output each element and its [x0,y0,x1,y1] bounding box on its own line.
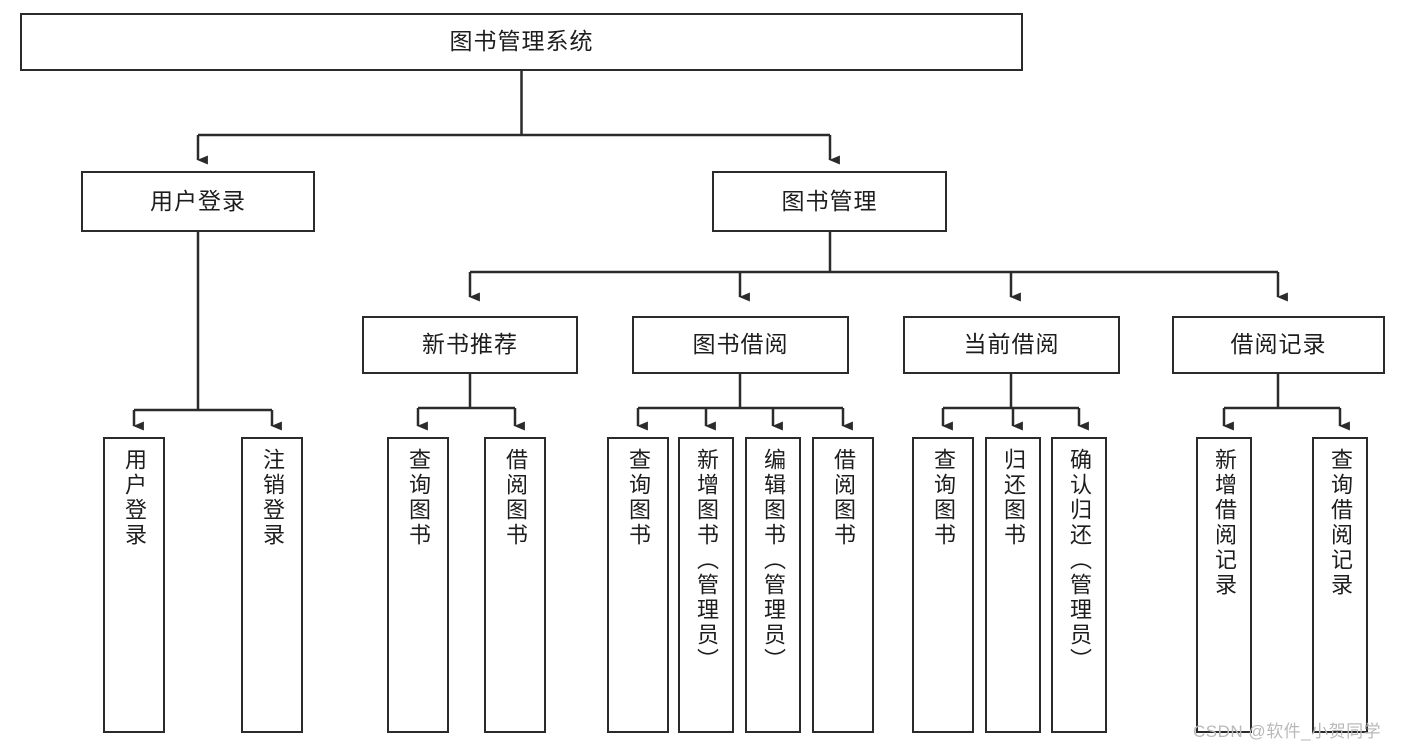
node-book-borrow-label: 图书借阅 [692,331,789,358]
node-user-login[interactable]: 用户登录 [81,171,315,232]
node-book-manage[interactable]: 图书管理 [712,171,947,232]
leaf-query-book-recommend[interactable]: 查询图书 [387,437,449,733]
leaf-confirm-return-admin[interactable]: 确认归还（管理员） [1051,437,1107,733]
leaf-query-book-current-label: 查询图书 [931,448,956,548]
leaf-query-borrow-record-label: 查询借阅记录 [1328,448,1353,598]
node-borrow-record[interactable]: 借阅记录 [1172,316,1385,374]
leaf-return-book[interactable]: 归还图书 [985,437,1041,733]
node-current-borrow-label: 当前借阅 [963,331,1060,358]
leaf-user-login-label: 用户登录 [122,448,147,548]
leaf-edit-book-admin[interactable]: 编辑图书（管理员） [745,437,801,733]
node-new-book-recommend-label: 新书推荐 [422,331,518,358]
node-current-borrow[interactable]: 当前借阅 [903,316,1120,374]
node-root[interactable]: 图书管理系统 [20,13,1023,71]
leaf-return-book-label: 归还图书 [1001,448,1026,548]
leaf-user-login[interactable]: 用户登录 [103,437,165,733]
node-borrow-record-label: 借阅记录 [1230,331,1327,358]
leaf-borrow-book-label: 借阅图书 [831,448,856,548]
leaf-borrow-book[interactable]: 借阅图书 [812,437,874,733]
leaf-query-borrow-record[interactable]: 查询借阅记录 [1312,437,1368,733]
leaf-logout[interactable]: 注销登录 [241,437,303,733]
leaf-add-borrow-record[interactable]: 新增借阅记录 [1196,437,1252,733]
node-book-manage-label: 图书管理 [781,187,878,214]
leaf-query-book-current[interactable]: 查询图书 [912,437,974,733]
node-new-book-recommend[interactable]: 新书推荐 [362,316,578,374]
node-user-login-label: 用户登录 [150,187,246,214]
node-book-borrow[interactable]: 图书借阅 [632,316,849,374]
leaf-query-book-label: 查询图书 [626,448,651,548]
leaf-confirm-return-admin-label: 确认归还（管理员） [1067,448,1092,673]
leaf-borrow-book-recommend-label: 借阅图书 [503,448,528,548]
leaf-borrow-book-recommend[interactable]: 借阅图书 [484,437,546,733]
leaf-logout-label: 注销登录 [260,448,285,548]
leaf-add-borrow-record-label: 新增借阅记录 [1212,448,1237,598]
leaf-query-book[interactable]: 查询图书 [607,437,669,733]
leaf-query-book-recommend-label: 查询图书 [406,448,431,548]
leaf-add-book-admin[interactable]: 新增图书（管理员） [678,437,734,733]
leaf-edit-book-admin-label: 编辑图书（管理员） [761,448,786,673]
watermark-csdn: CSDN @软件_小贺同学 [1193,722,1382,741]
leaf-add-book-admin-label: 新增图书（管理员） [694,448,719,673]
node-root-label: 图书管理系统 [449,28,594,55]
